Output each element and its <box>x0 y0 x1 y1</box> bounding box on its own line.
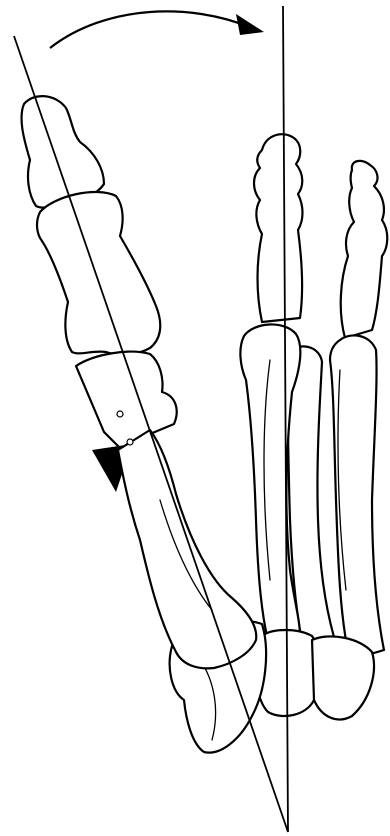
great-toe <box>22 96 257 668</box>
oblique-axis-line <box>14 36 288 832</box>
lesser-toes <box>240 134 387 660</box>
curved-arrow-icon <box>50 11 264 48</box>
